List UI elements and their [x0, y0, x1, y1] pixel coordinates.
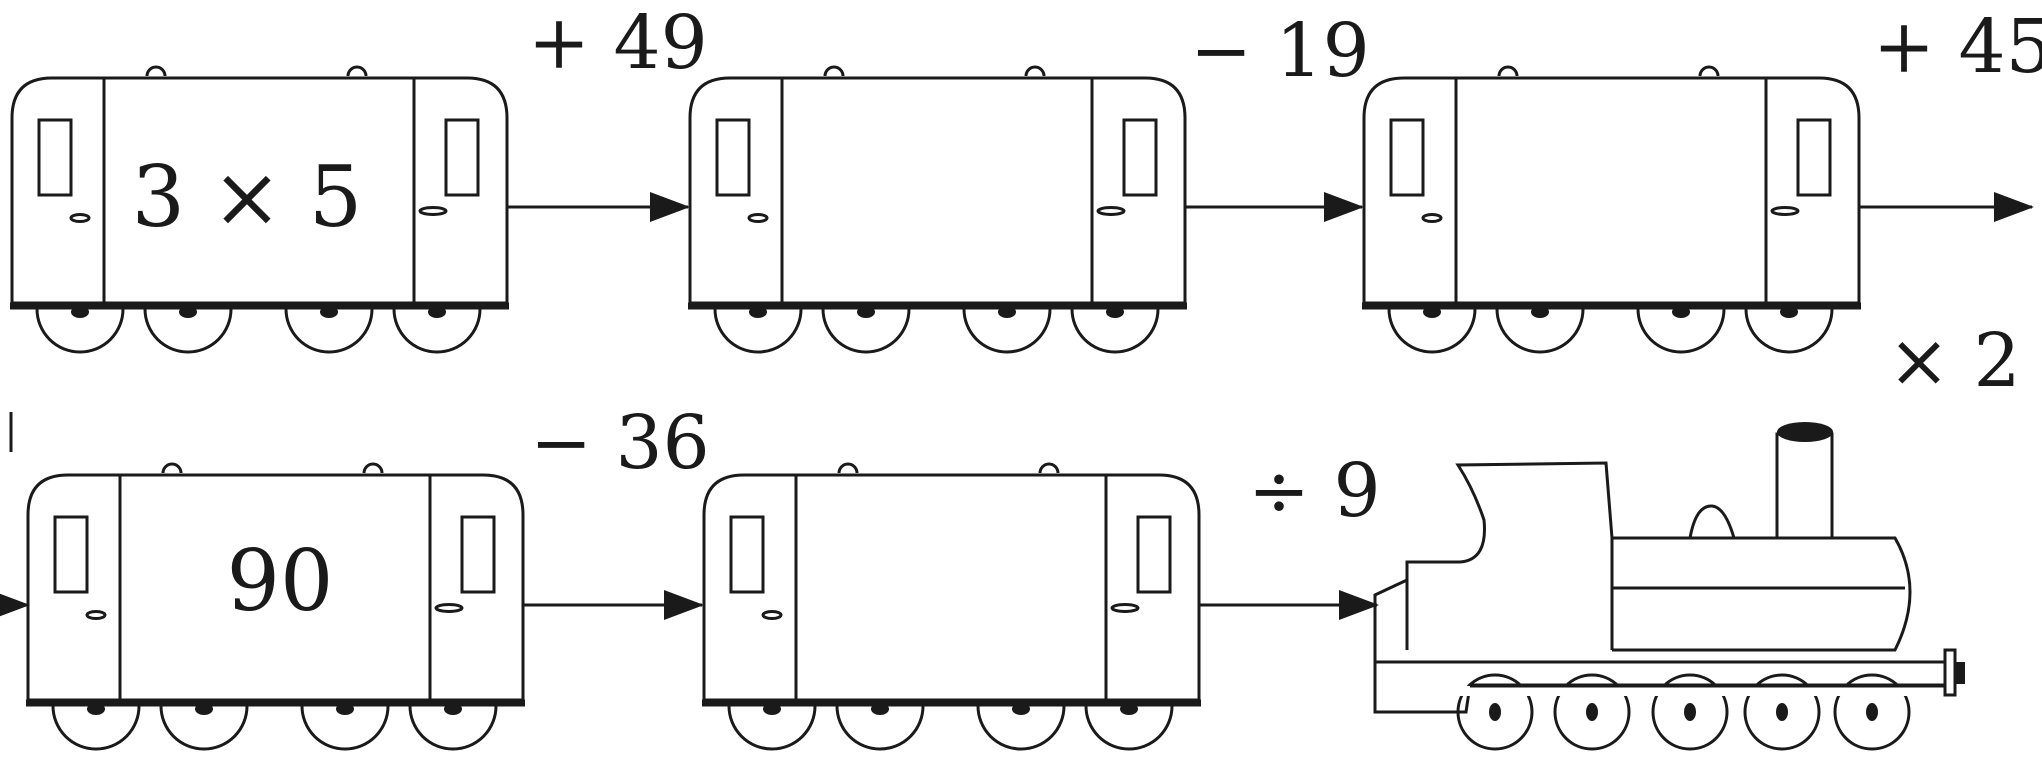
car-1-content: 3 × 5 — [132, 148, 363, 246]
operation-label-2: − 19 — [1190, 8, 1370, 94]
car-4-content: 90 — [227, 532, 334, 630]
operation-label-4: × 2 — [1888, 318, 2021, 404]
steam-dome — [1688, 504, 1736, 539]
train-car-3 — [1362, 67, 1861, 352]
operation-label-1: + 49 — [528, 0, 708, 86]
train-car-4: 90 — [26, 464, 525, 749]
train-car-5 — [702, 464, 1201, 749]
locomotive-cab — [1405, 461, 1614, 650]
train-car-2 — [688, 67, 1187, 352]
operation-label-6: ÷ 9 — [1248, 448, 1381, 534]
locomotive — [1373, 422, 1965, 751]
smokestack — [1775, 432, 1834, 540]
operation-label-3: + 45 — [1873, 4, 2042, 90]
train-car-1: 3 × 5 — [10, 67, 509, 352]
locomotive-boiler — [1612, 536, 1912, 652]
operation-label-5: − 36 — [530, 400, 710, 486]
